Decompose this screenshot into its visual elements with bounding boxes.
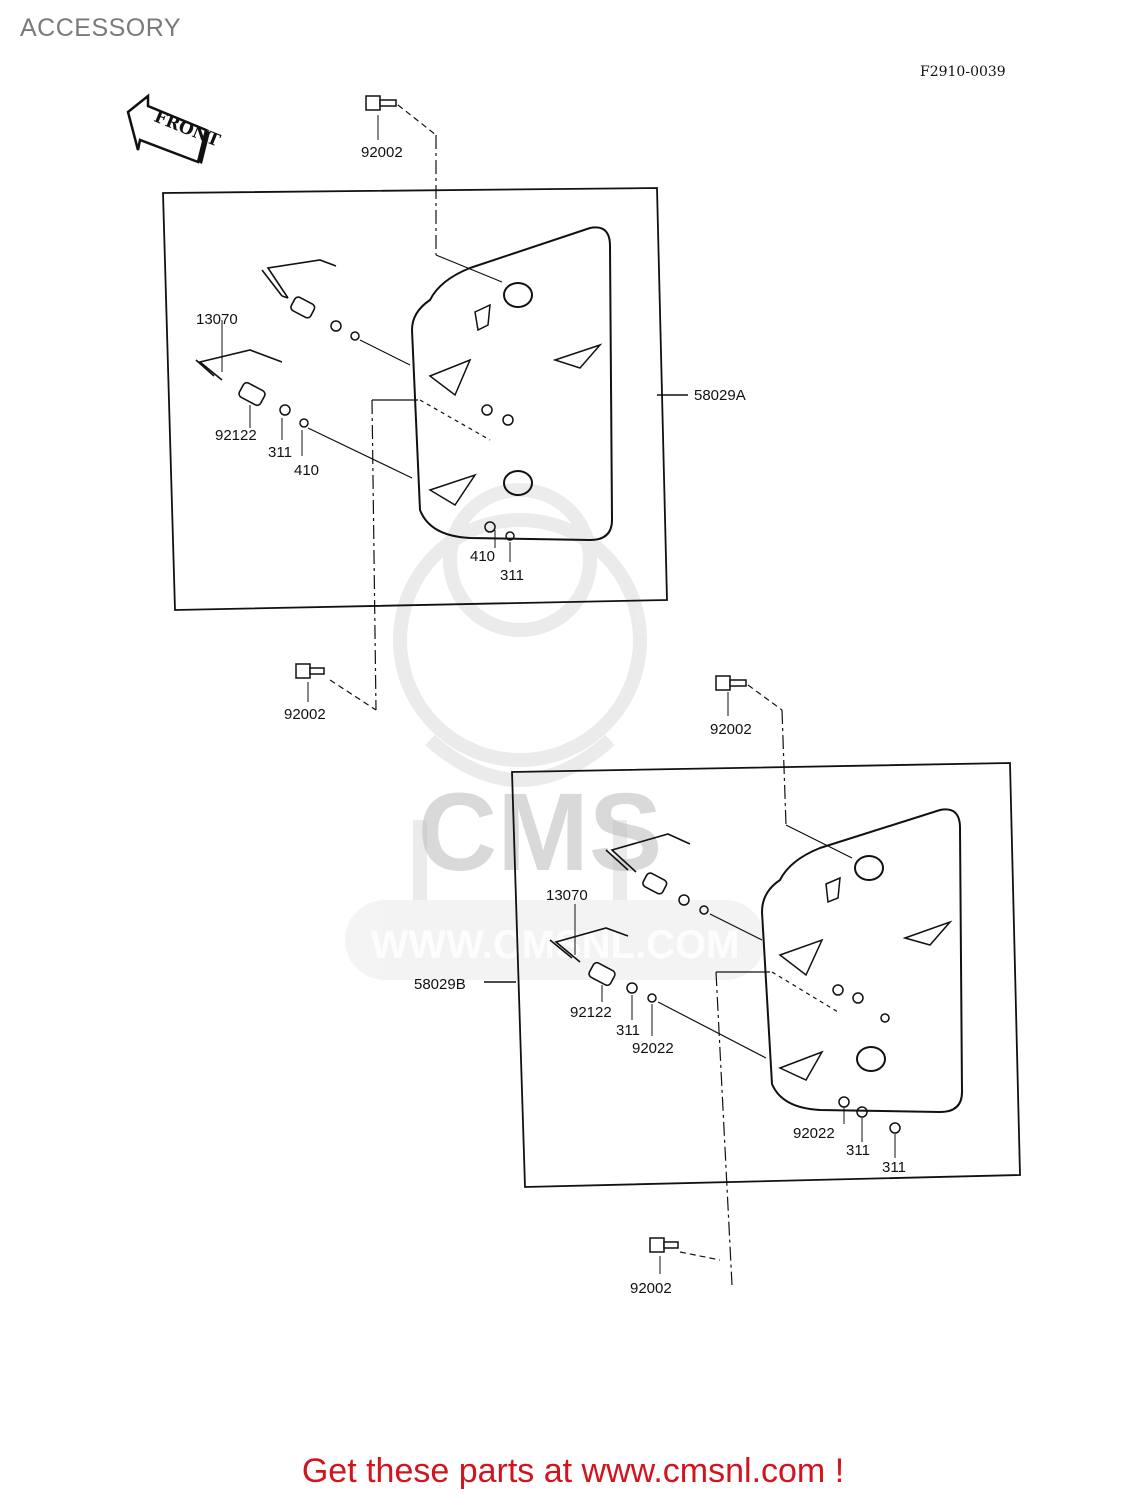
page-title: ACCESSORY [20,14,182,42]
watermark-logo [345,483,765,980]
lower-label-nut-lower-1: 311 [846,1142,870,1159]
lower-rod-top-icon [610,833,691,873]
lower-label-washer-lower: 92022 [793,1125,835,1142]
lower-bolt-bottom-icon [649,1237,679,1253]
upper-collar-icon [238,381,266,407]
figure-code: F2910-0039 [920,64,1006,80]
lower-label-nut: 311 [616,1022,640,1039]
upper-label-collar: 92122 [215,427,257,444]
upper-assembly [162,95,688,711]
lower-label-assembly: 58029B [414,976,466,993]
upper-label-nut: 311 [268,444,292,461]
upper-label-assembly: 58029A [694,387,746,404]
upper-label-bolt-top: 92002 [361,144,403,161]
upper-bolt-top-icon [365,95,397,111]
lower-frame [511,762,1021,1188]
watermark-brand: CMS [418,771,662,894]
upper-label-nut-lower: 311 [500,567,524,584]
upper-collar-top-icon [290,296,316,319]
upper-rod-icon [198,349,283,381]
lower-label-nut-lower-2: 311 [882,1159,906,1176]
upper-rod-top-icon [266,259,337,299]
upper-label-washer: 410 [294,462,319,479]
upper-label-washer-lower: 410 [470,548,495,565]
upper-carrier-plate [410,226,614,542]
lower-label-bolt-bottom: 92002 [630,1280,672,1297]
footer-link[interactable]: Get these parts at www.cmsnl.com ! [301,1452,845,1490]
upper-bolt-bottom-icon [295,663,325,679]
lower-label-washer: 92022 [632,1040,674,1057]
lower-label-rod: 13070 [546,887,588,904]
upper-label-rod: 13070 [196,311,238,328]
front-arrow-icon: FRONT [126,93,223,164]
lower-label-bolt-top: 92002 [710,721,752,738]
lower-collar-top-icon [642,872,668,895]
lower-rod-icon [554,927,629,963]
lower-carrier-plate [760,808,964,1114]
lower-label-collar: 92122 [570,1004,612,1021]
lower-assembly [484,675,1021,1286]
lower-collar-icon [588,961,616,987]
upper-frame [162,187,668,611]
lower-bolt-top-icon [715,675,747,691]
upper-label-bolt-bottom: 92002 [284,706,326,723]
